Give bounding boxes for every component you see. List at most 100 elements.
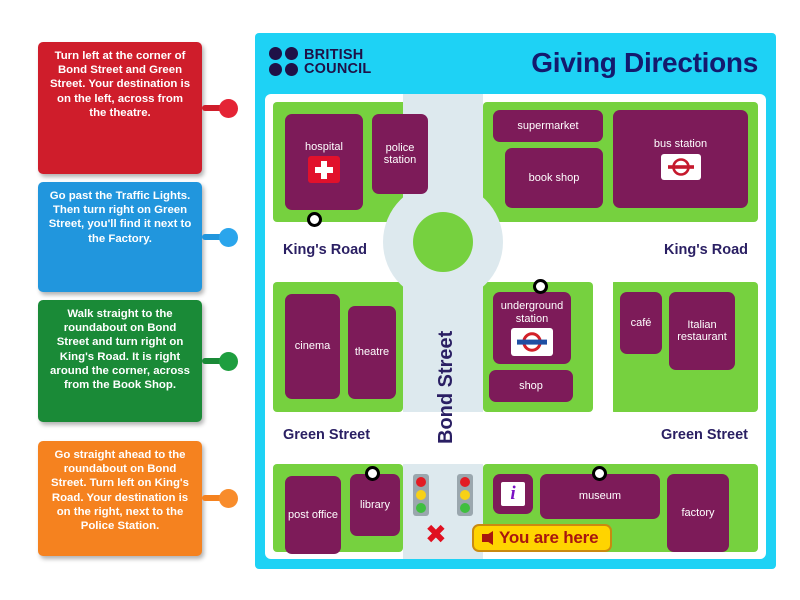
direction-card-1[interactable]: Turn left at the corner of Bond Street a… — [38, 42, 202, 174]
street-label-bond-street: Bond Street — [435, 330, 457, 444]
underground-roundel-icon — [511, 328, 553, 356]
building-police-station-label: police station — [383, 141, 417, 167]
building-cafe-label: café — [630, 316, 652, 329]
direction-keyword: Bond Street — [57, 64, 123, 77]
street-label-green-street-right: Green Street — [660, 427, 748, 443]
building-cafe[interactable]: café — [620, 292, 662, 354]
building-book-shop[interactable]: book shop — [505, 148, 603, 208]
traffic-light-right — [457, 474, 473, 516]
direction-card-4-connector-stem — [202, 495, 224, 501]
direction-text: and — [122, 64, 150, 77]
building-underground-station[interactable]: underground station — [493, 292, 571, 364]
direction-card-2-connector-stem — [202, 234, 224, 240]
building-library-label: library — [360, 498, 390, 511]
direction-card-4[interactable]: Go straight ahead to the roundabout on B… — [38, 441, 202, 556]
direction-text: . — [172, 379, 177, 392]
direction-text: . Your destination is on the left, acros… — [57, 78, 191, 119]
direction-text: , you'll find it next to the — [81, 218, 192, 245]
building-supermarket-label: supermarket — [517, 119, 579, 132]
building-factory-label: factory — [681, 506, 715, 519]
direction-card-4-text: Go straight ahead to the roundabout on B… — [51, 449, 189, 532]
road-green-street — [265, 412, 766, 464]
building-hospital[interactable]: hospital — [285, 114, 363, 210]
destination-marker-3[interactable] — [365, 466, 380, 481]
direction-keyword: Bond Street — [56, 322, 177, 349]
building-supermarket[interactable]: supermarket — [493, 110, 603, 142]
direction-keyword: King's Road — [59, 350, 126, 363]
building-cinema[interactable]: cinema — [285, 294, 340, 399]
direction-card-1-text: Turn left at the corner of Bond Street a… — [50, 50, 190, 119]
building-bus-station-label: bus station — [653, 138, 708, 151]
traffic-light-yellow-lamp — [460, 490, 470, 500]
roundabout-center — [413, 212, 473, 272]
direction-keyword: Factory — [108, 232, 149, 245]
x-mark-icon: ✖ — [425, 520, 447, 550]
direction-keyword: Green Street — [48, 204, 188, 231]
traffic-light-red-lamp — [460, 477, 470, 487]
building-italian-restaurant-label: Italian restaurant — [677, 318, 727, 344]
direction-card-3[interactable]: Walk straight to the roundabout on Bond … — [38, 300, 202, 422]
map-panel: BRITISH COUNCIL Giving Directions King's… — [255, 33, 776, 569]
direction-text: Go past the — [49, 190, 116, 202]
british-council-logo: BRITISH COUNCIL — [269, 47, 371, 77]
direction-keyword: Book Shop — [112, 379, 173, 392]
traffic-light-green-lamp — [460, 503, 470, 513]
traffic-light-yellow-lamp — [416, 490, 426, 500]
city-map: King's Road King's Road Green Street Gre… — [265, 94, 766, 559]
building-police-station[interactable]: police station — [372, 114, 428, 194]
logo-line-2: COUNCIL — [304, 61, 372, 77]
direction-text: . — [156, 520, 160, 533]
destination-marker-4[interactable] — [592, 466, 607, 481]
street-label-kings-road-right: King's Road — [663, 242, 748, 258]
direction-card-3-connector-dot — [219, 351, 238, 371]
direction-card-3-connector-stem — [202, 358, 224, 364]
direction-text: . Turn left on — [83, 477, 155, 490]
logo-line-1: BRITISH — [304, 47, 364, 63]
direction-text: the corner of — [115, 50, 186, 62]
direction-card-4-connector-dot — [219, 488, 238, 508]
logo-wordmark: BRITISH COUNCIL — [304, 47, 372, 77]
direction-card-1-connector-dot — [219, 98, 238, 118]
direction-text: Go straight ahead to the roundabout on — [54, 449, 186, 476]
direction-text: . — [148, 232, 152, 245]
building-theatre[interactable]: theatre — [348, 306, 396, 399]
building-shop[interactable]: shop — [489, 370, 573, 402]
destination-marker-2[interactable] — [533, 279, 548, 294]
building-museum[interactable]: museum — [540, 474, 660, 519]
direction-text: . It is right around the corner, across … — [50, 350, 190, 392]
street-label-kings-road-left: King's Road — [283, 242, 368, 258]
direction-keyword: Bond Street — [51, 463, 177, 490]
map-header: BRITISH COUNCIL Giving Directions — [255, 33, 776, 95]
direction-keyword: Green Street — [49, 64, 183, 91]
road-side-lane — [593, 282, 613, 412]
destination-marker-1[interactable] — [307, 212, 322, 227]
building-tourist-information[interactable]: i — [493, 474, 533, 514]
you-are-here-label: You are here — [499, 528, 599, 547]
direction-text: and turn right on — [89, 336, 184, 349]
building-bus-station[interactable]: bus station — [613, 110, 748, 208]
direction-card-2-text: Go past the Traffic Lights. Then turn ri… — [49, 190, 192, 245]
building-museum-label: museum — [578, 490, 622, 503]
direction-text: Turn left at — [54, 50, 116, 62]
traffic-light-green-lamp — [416, 503, 426, 513]
building-post-office[interactable]: post office — [285, 476, 341, 554]
directions-card-list: Turn left at the corner of Bond Street a… — [0, 0, 250, 600]
traffic-light-red-lamp — [416, 477, 426, 487]
building-underground-station-label: underground station — [500, 300, 564, 325]
direction-card-1-connector-stem — [202, 105, 224, 111]
you-are-here-banner[interactable]: You are here — [472, 524, 613, 552]
direction-text: . Then turn right on — [52, 190, 191, 217]
building-factory[interactable]: factory — [667, 474, 729, 552]
direction-card-2-connector-dot — [219, 227, 238, 247]
building-italian-restaurant[interactable]: Italian restaurant — [669, 292, 735, 370]
street-label-green-street-left: Green Street — [283, 427, 371, 443]
bus-roundel-icon — [660, 153, 701, 180]
direction-text: . Your destination is on the right, next… — [56, 491, 189, 518]
building-post-office-label: post office — [288, 508, 338, 521]
direction-keyword: Traffic Lights — [115, 190, 188, 202]
building-library[interactable]: library — [350, 474, 400, 536]
left-arrow-icon — [482, 531, 493, 545]
direction-keyword: King's Road — [51, 477, 189, 504]
direction-card-2[interactable]: Go past the Traffic Lights. Then turn ri… — [38, 182, 202, 292]
logo-dots-icon — [269, 47, 299, 77]
